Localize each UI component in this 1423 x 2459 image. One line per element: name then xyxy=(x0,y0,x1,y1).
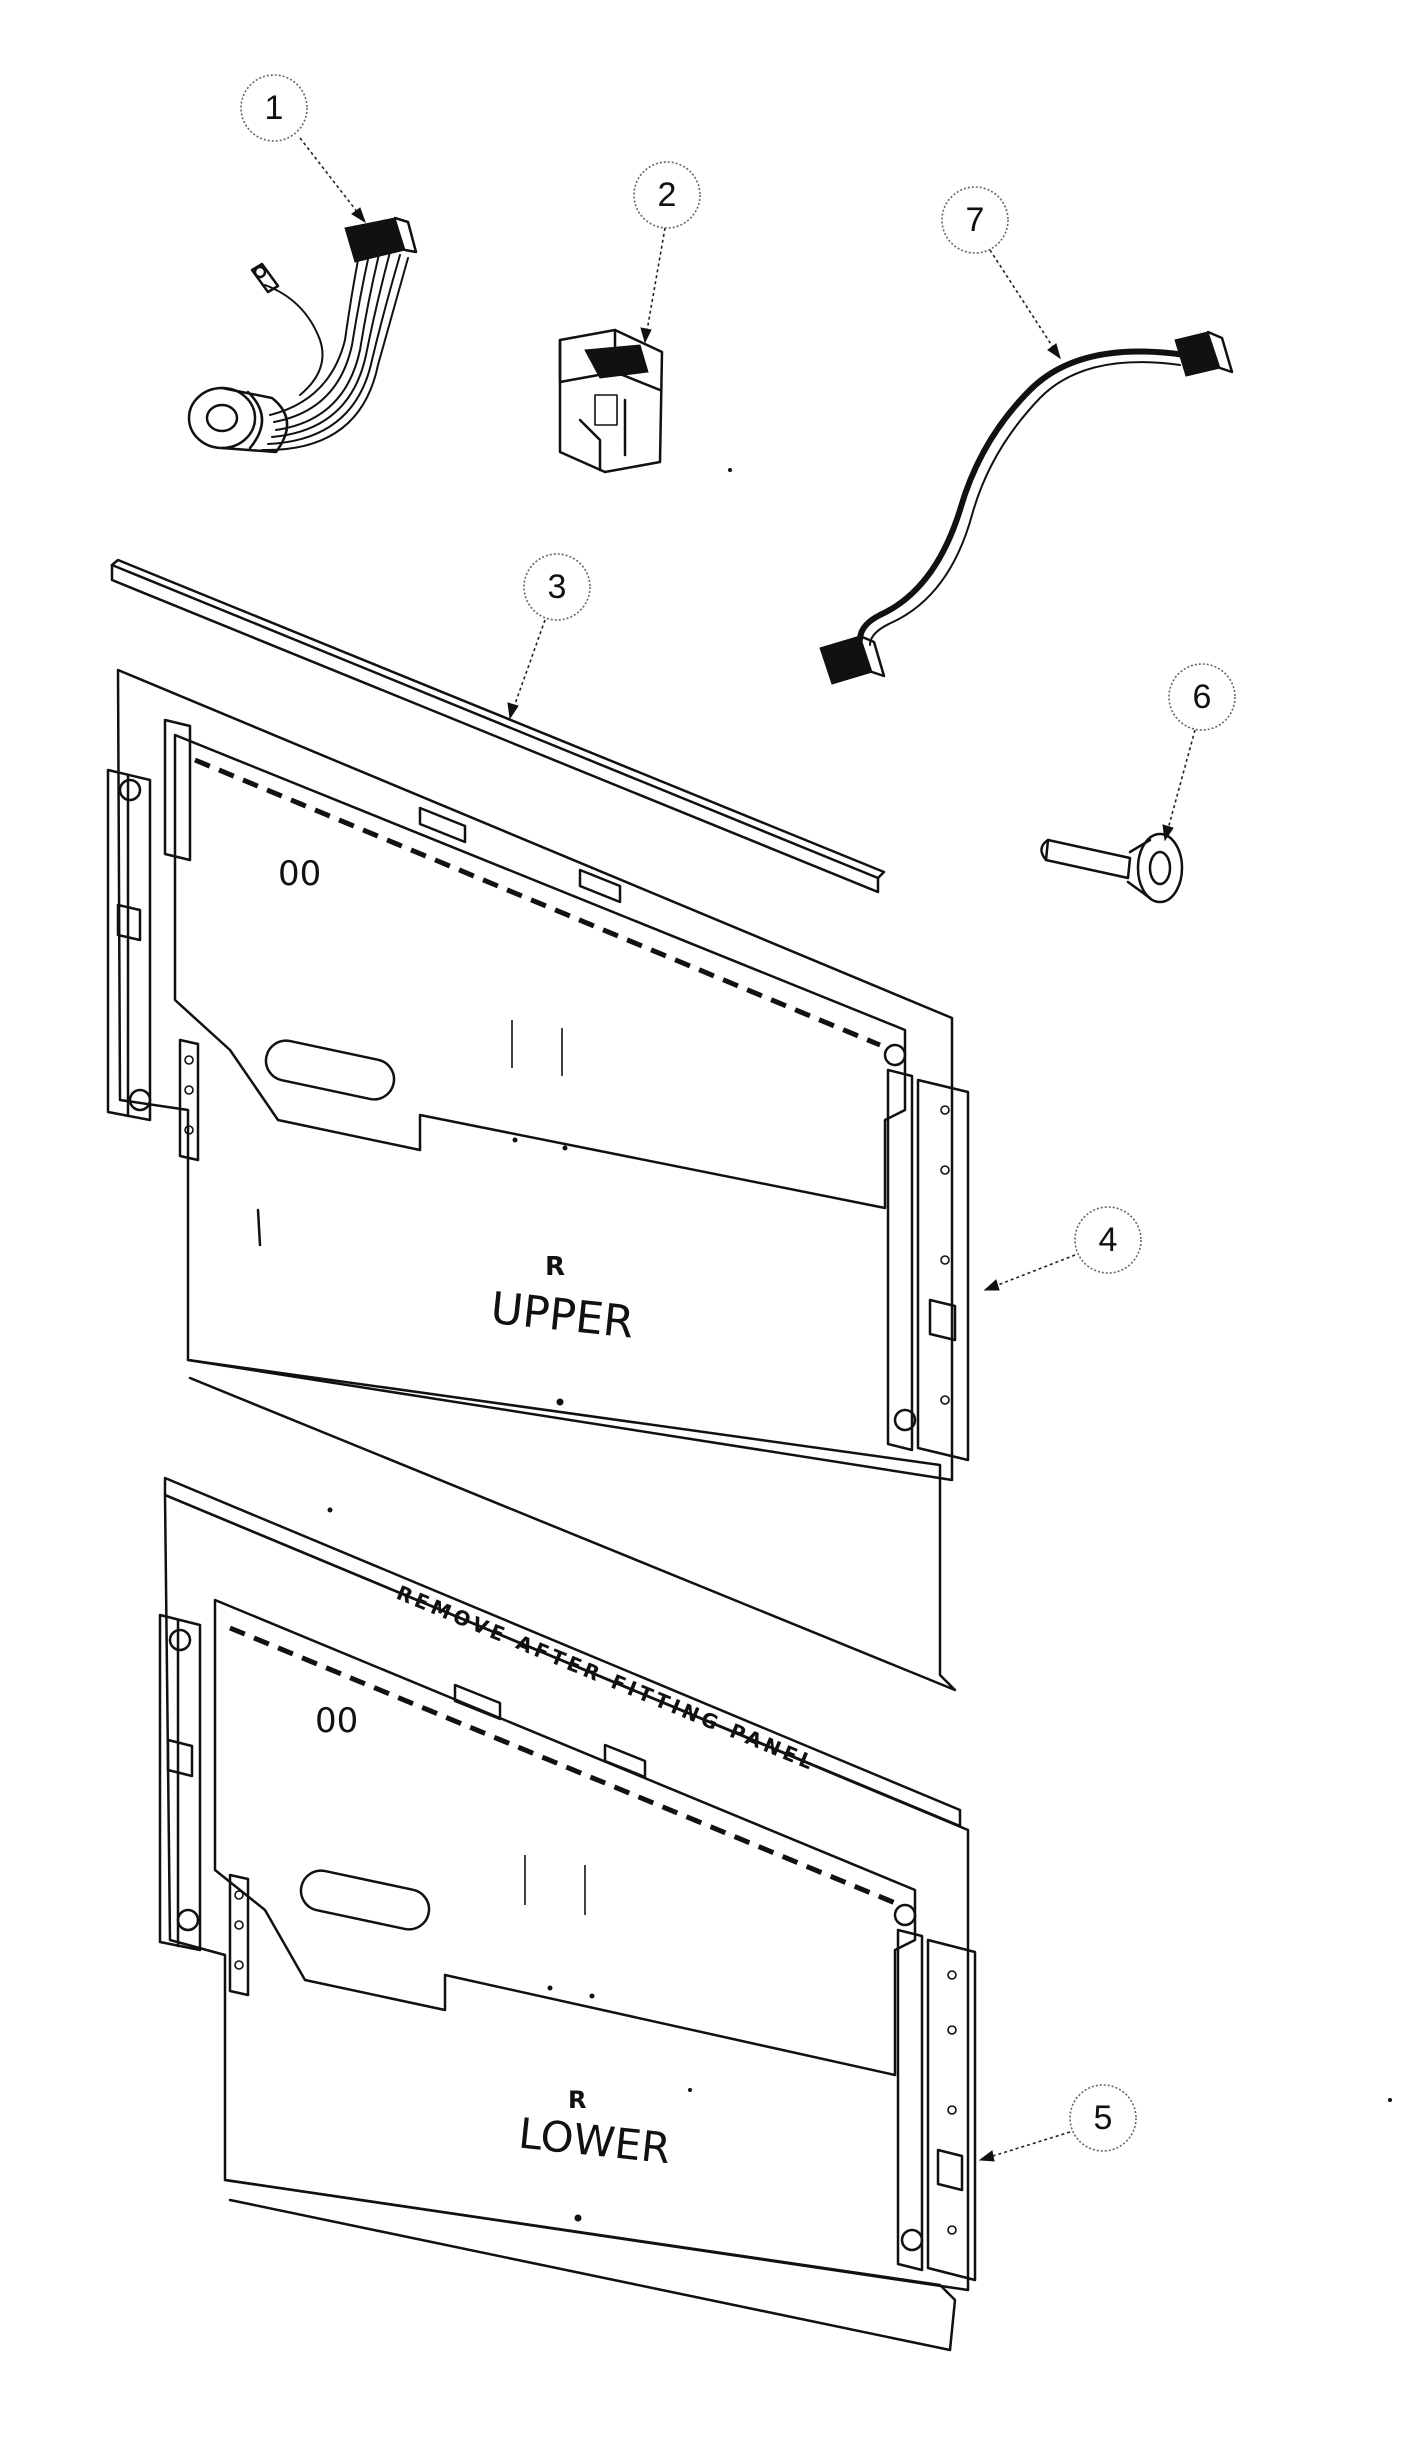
callout-7: 7 xyxy=(941,186,1009,254)
part-1-wiring-harness xyxy=(187,216,418,454)
svg-text:5: 5 xyxy=(1094,2099,1113,2137)
part-3-trim-strip xyxy=(110,558,886,894)
part-4-upper-panel: 00 R UPPER xyxy=(106,668,970,1692)
callout-5: 5 xyxy=(1069,2084,1137,2152)
callout-2: 2 xyxy=(633,161,701,229)
lower-panel-small-mark: 00 xyxy=(315,1701,358,1741)
svg-text:7: 7 xyxy=(966,201,985,239)
lower-panel-r-mark: R xyxy=(568,2086,586,2114)
callout-1: 1 xyxy=(240,74,308,142)
upper-panel-small-mark: 00 xyxy=(278,854,321,894)
svg-text:3: 3 xyxy=(548,568,567,606)
callouts: 1 2 7 3 6 xyxy=(240,74,1236,2162)
part-6-fastener-pin xyxy=(1040,832,1184,904)
upper-panel-r-mark: R xyxy=(545,1252,565,1282)
lower-panel-label: LOWER xyxy=(516,2109,673,2174)
callout-4: 4 xyxy=(1074,1206,1142,1274)
callout-6: 6 xyxy=(1168,663,1236,731)
upper-panel-label: UPPER xyxy=(488,1283,636,1349)
svg-text:1: 1 xyxy=(265,89,284,127)
svg-text:6: 6 xyxy=(1193,678,1212,716)
part-5-lower-panel: REMOVE AFTER FITTING PANEL 00 R xyxy=(158,1476,977,2352)
part-7-cable xyxy=(819,330,1234,685)
svg-text:4: 4 xyxy=(1099,1221,1118,1259)
svg-text:2: 2 xyxy=(658,176,677,214)
callout-3: 3 xyxy=(523,553,591,621)
part-2-connector-clip xyxy=(558,328,664,474)
